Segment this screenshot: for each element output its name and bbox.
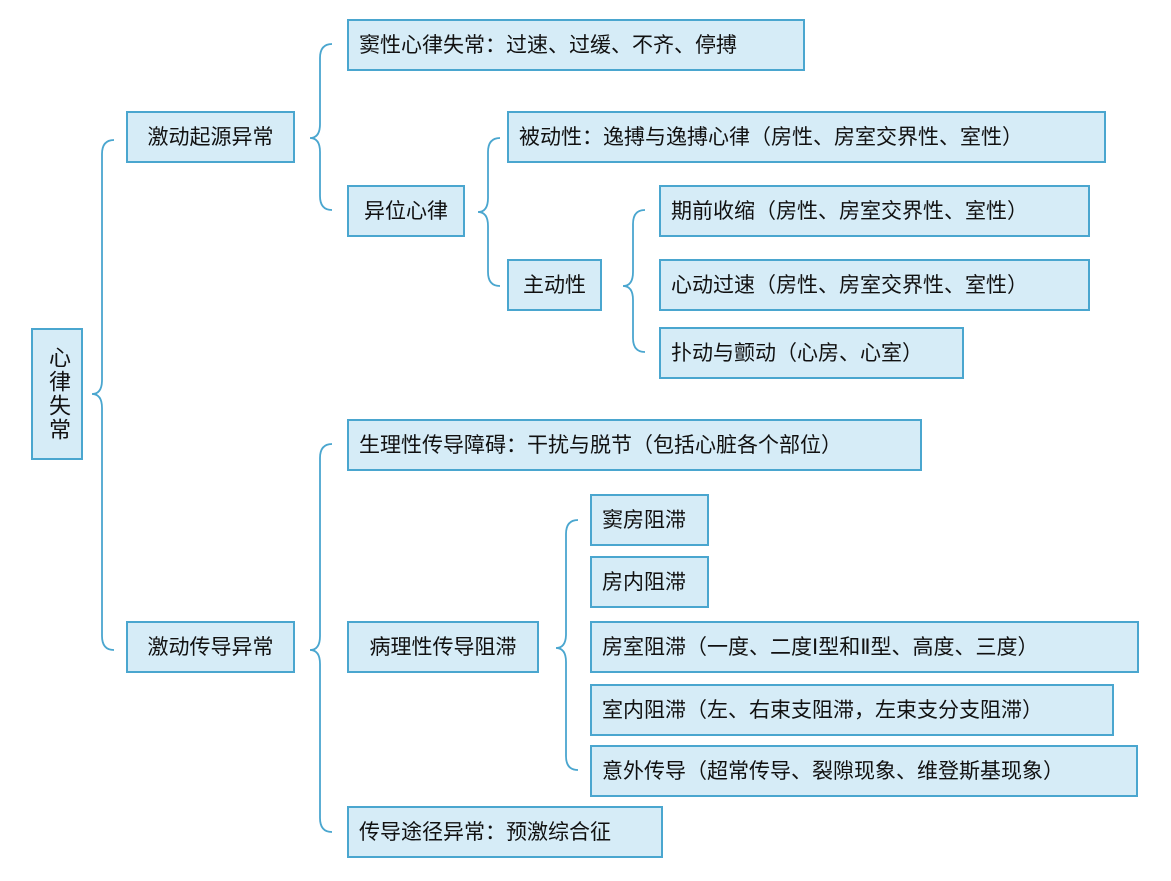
node-passive: 被动性：逸搏与逸搏心律（房性、房室交界性、室性） — [507, 111, 1106, 163]
node-sa-block: 窦房阻滞 — [590, 494, 709, 546]
origin-brace — [309, 43, 333, 211]
conduction-brace — [309, 443, 333, 833]
node-intra-atrial-block: 房内阻滞 — [590, 556, 709, 608]
node-av-block: 房室阻滞（一度、二度Ⅰ型和Ⅱ型、高度、三度） — [590, 621, 1139, 673]
node-conduction-abnormality: 激动传导异常 — [126, 621, 295, 673]
node-physiological-conduction: 生理性传导障碍：干扰与脱节（包括心脏各个部位） — [347, 419, 922, 471]
node-tachycardia: 心动过速（房性、房室交界性、室性） — [659, 259, 1090, 311]
root-label: 心律失常 — [45, 346, 70, 442]
node-flutter-fibrillation: 扑动与颤动（心房、心室） — [659, 327, 964, 379]
node-intraventricular-block: 室内阻滞（左、右束支阻滞，左束支分支阻滞） — [590, 684, 1114, 736]
node-accessory-pathway: 传导途径异常：预激综合征 — [347, 806, 663, 858]
node-active: 主动性 — [507, 259, 602, 311]
node-pathological-block: 病理性传导阻滞 — [347, 621, 539, 673]
pathological-brace — [555, 519, 579, 771]
root-node: 心律失常 — [31, 328, 83, 460]
node-premature-contraction: 期前收缩（房性、房室交界性、室性） — [659, 185, 1090, 237]
active-brace — [622, 209, 646, 353]
ectopic-brace — [477, 137, 501, 287]
node-origin-abnormality: 激动起源异常 — [126, 111, 295, 163]
node-sinus-arrhythmia: 窦性心律失常：过速、过缓、不齐、停搏 — [347, 19, 805, 71]
root-brace — [91, 139, 115, 651]
node-unexpected-conduction: 意外传导（超常传导、裂隙现象、维登斯基现象） — [590, 745, 1138, 797]
node-ectopic-rhythm: 异位心律 — [347, 185, 465, 237]
